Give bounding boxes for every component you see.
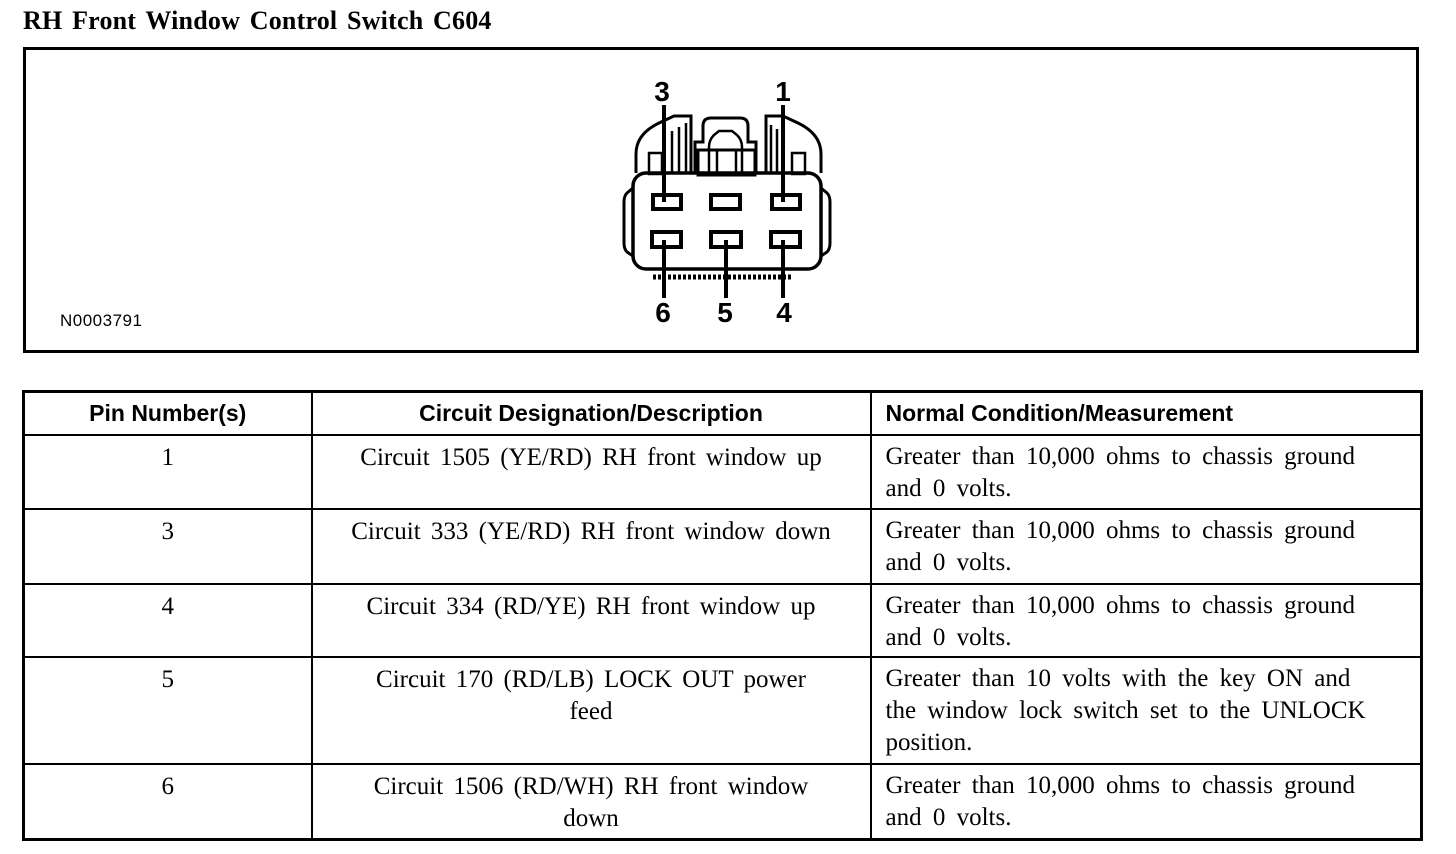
- connector-left-ear: [622, 186, 634, 258]
- figure-box: 3 1: [23, 47, 1419, 353]
- pin-number-cell: 3: [22, 507, 313, 585]
- table-row: 5 Circuit 170 (RD/LB) LOCK OUT power fee…: [22, 655, 1423, 765]
- pin-label-1: 1: [775, 76, 791, 107]
- pin-label-5: 5: [717, 297, 733, 328]
- connector-diagram: 3 1: [60, 76, 832, 330]
- circuit-cell: Circuit 1506 (RD/WH) RH front window dow…: [310, 762, 872, 841]
- circuit-cell: Circuit 1505 (YE/RD) RH front window up: [310, 433, 872, 510]
- pin-slot-1: [770, 193, 802, 211]
- central-latch-inner: [707, 129, 744, 173]
- table-row: 3 Circuit 333 (YE/RD) RH front window do…: [22, 507, 1423, 585]
- pin-slot-3: [651, 193, 683, 211]
- page-title: RH Front Window Control Switch C604: [23, 6, 492, 35]
- pin-number-cell: 4: [22, 582, 313, 658]
- pin-label-6: 6: [655, 297, 671, 328]
- condition-cell: Greater than 10,000 ohms to chassis grou…: [869, 762, 1423, 841]
- circuit-cell: Circuit 170 (RD/LB) LOCK OUT power feed: [310, 655, 872, 765]
- pin-label-3: 3: [654, 76, 670, 107]
- circuit-cell: Circuit 333 (YE/RD) RH front window down: [310, 507, 872, 585]
- condition-cell: Greater than 10 volts with the key ON an…: [869, 655, 1423, 765]
- left-notch: [647, 151, 664, 176]
- pin-slot-2: [709, 193, 742, 211]
- right-notch: [790, 151, 807, 176]
- condition-cell: Greater than 10,000 ohms to chassis grou…: [869, 582, 1423, 658]
- table-row: 1 Circuit 1505 (YE/RD) RH front window u…: [22, 433, 1423, 510]
- header-circuit-designation: Circuit Designation/Description: [310, 390, 872, 436]
- index-grid: [696, 148, 757, 177]
- pin-slot-4: [769, 230, 802, 249]
- condition-cell: Greater than 10,000 ohms to chassis grou…: [869, 507, 1423, 585]
- latch-left-wing: [634, 114, 693, 173]
- pin-number-cell: 6: [22, 762, 313, 841]
- central-latch-outer: [693, 116, 758, 173]
- table-row: 4 Circuit 334 (RD/YE) RH front window up…: [22, 582, 1423, 658]
- table-header-row: Pin Number(s) Circuit Designation/Descri…: [22, 390, 1423, 436]
- pin-slot-6: [650, 230, 683, 249]
- header-normal-condition: Normal Condition/Measurement: [869, 390, 1423, 436]
- connector-right-ear: [820, 186, 832, 258]
- circuit-cell: Circuit 334 (RD/YE) RH front window up: [310, 582, 872, 658]
- pin-number-cell: 1: [22, 433, 313, 510]
- figure-id-label: N0003791: [60, 311, 142, 330]
- condition-cell: Greater than 10,000 ohms to chassis grou…: [869, 433, 1423, 510]
- pin-table: Pin Number(s) Circuit Designation/Descri…: [22, 390, 1423, 841]
- latch-right-wing: [764, 114, 823, 173]
- pin-number-cell: 5: [22, 655, 313, 765]
- header-pin-numbers: Pin Number(s): [22, 390, 313, 436]
- table-row: 6 Circuit 1506 (RD/WH) RH front window d…: [22, 762, 1423, 841]
- pin-label-4: 4: [776, 297, 792, 328]
